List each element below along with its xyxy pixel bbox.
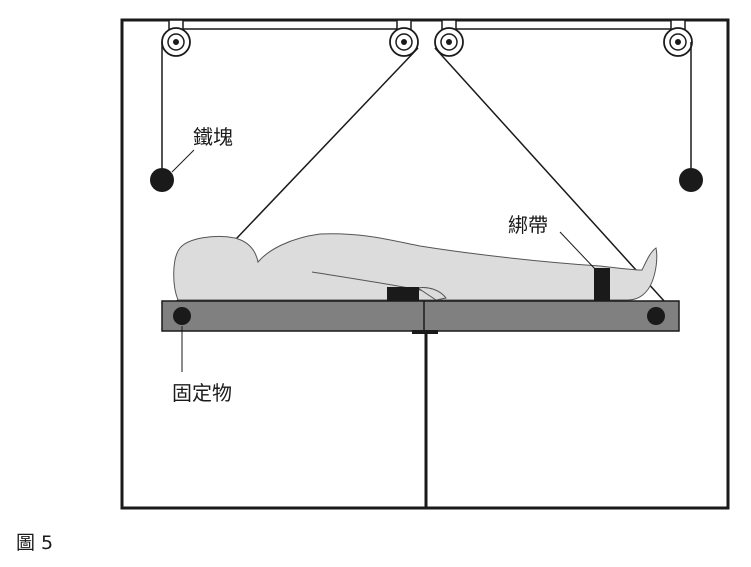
pulley-1 (161, 27, 191, 57)
strap-ankle (594, 268, 610, 301)
leader-iron-block (171, 149, 195, 173)
pulley-2 (389, 27, 419, 57)
leader-strap (559, 231, 597, 271)
pulley-3 (434, 27, 464, 57)
body-hand (416, 287, 447, 301)
human-body (173, 233, 658, 301)
rope-diagonal-right (434, 47, 666, 303)
label-iron-block: 鐵塊 (193, 125, 233, 149)
board-fixture-left (173, 307, 191, 325)
strap-waist (387, 287, 419, 301)
board-fixture-right (647, 307, 665, 325)
iron-block-right (679, 168, 703, 192)
label-fixture: 固定物 (172, 381, 232, 405)
figure-caption: 圖 5 (16, 532, 54, 554)
iron-block-left (150, 168, 174, 192)
label-strap: 綁帶 (508, 213, 548, 237)
table-board (161, 300, 680, 332)
pulley-4 (663, 27, 693, 57)
